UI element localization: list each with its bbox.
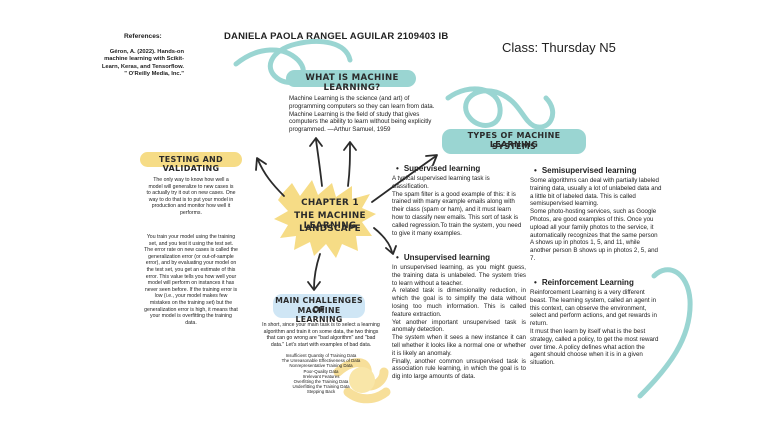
arrow-up-2-head	[343, 141, 357, 151]
challenges-list: Insufficient Quantity of Training Data T…	[262, 353, 380, 395]
teal-loop-top	[233, 38, 353, 85]
center-title-line-2: THE MACHINE LEARNING	[294, 211, 366, 231]
types-pill	[442, 129, 586, 154]
testing-pill	[140, 152, 242, 167]
semisupervised-title: Semisupervised learning	[534, 166, 637, 175]
challenges-title-line-1: MAIN CHALLENGES OF	[275, 296, 363, 314]
challenges-pill	[273, 294, 365, 318]
challenge-item: Poor-Quality Data	[303, 368, 339, 374]
references-title: References:	[124, 33, 162, 40]
what-is-ml-pill	[286, 70, 416, 87]
challenge-item: Underfitting the Training Data	[292, 384, 350, 390]
arrow-to-unsupervised	[373, 227, 393, 253]
arrow-to-what-is	[315, 139, 323, 187]
center-title-line-3: LANDSCAPE	[299, 224, 361, 234]
yellow-blob	[349, 367, 375, 393]
author-name: DANIELA PAOLA RANGEL AGUILAR 2109403 IB	[224, 31, 449, 42]
challenge-item: Insufficient Quantity of Training Data	[285, 353, 357, 358]
unsupervised-title: Unsupervised learning	[396, 253, 490, 262]
arrow-to-challenges	[313, 253, 321, 289]
arrow-to-challenges-head	[307, 281, 321, 291]
challenge-item: Stepping Back	[306, 389, 336, 395]
what-is-ml-title: WHAT IS MACHINE LEARNING?	[305, 73, 399, 93]
teal-arc-bottom	[637, 267, 693, 399]
challenges-intro: In short, since your main task is to sel…	[262, 322, 380, 348]
arrow-to-types	[371, 155, 437, 203]
testing-title: TESTING AND VALIDATING	[159, 155, 223, 173]
center-title-line-1: CHAPTER 1	[301, 198, 359, 208]
challenge-item: The Unreasonable Effectiveness of Data	[281, 358, 361, 364]
challenge-item: Nonrepresentative Training Data	[289, 363, 353, 369]
arrow-to-testing-head	[255, 157, 267, 171]
challenge-item: Irrelevant Features	[302, 373, 340, 379]
reinforcement-title: Reinforcement Learning	[534, 278, 634, 287]
class-label: Class: Thursday N5	[502, 40, 616, 55]
supervised-title: Supervised learning	[396, 164, 480, 173]
arrow-to-unsupervised-head	[385, 245, 397, 255]
testing-paragraph-2: You train your model using the training …	[144, 234, 238, 326]
challenge-item: Overfitting the Training Data	[293, 379, 349, 385]
types-title-line-2: SYSTEMS	[491, 142, 537, 151]
arrow-to-testing	[257, 159, 285, 197]
challenges-title-line-2: MACHINE LEARNING	[295, 306, 343, 324]
supervised-text: A typical supervised learning task is cl…	[392, 175, 522, 237]
testing-paragraph-1: The only way to know how well a model wi…	[146, 177, 236, 216]
arrow-up-2	[347, 143, 351, 187]
references-citation: Géron, A. (2022). Hands-on machine learn…	[101, 49, 184, 78]
teal-loop-right	[445, 86, 556, 130]
arrow-to-what-is-head	[309, 137, 323, 147]
unsupervised-text: In unsupervised learning, as you might g…	[392, 264, 526, 381]
arrow-to-types-head	[425, 154, 438, 166]
semisupervised-text: Some algorithms can deal with partially …	[530, 177, 662, 262]
reinforcement-text: Reinforcement Learning is a very differe…	[530, 289, 659, 367]
arrows	[255, 137, 438, 291]
types-title-line-1: TYPES OF MACHINE LEARNING	[467, 131, 561, 149]
yellow-splash	[274, 180, 376, 258]
what-is-ml-text: Machine Learning is the science (and art…	[289, 95, 435, 134]
